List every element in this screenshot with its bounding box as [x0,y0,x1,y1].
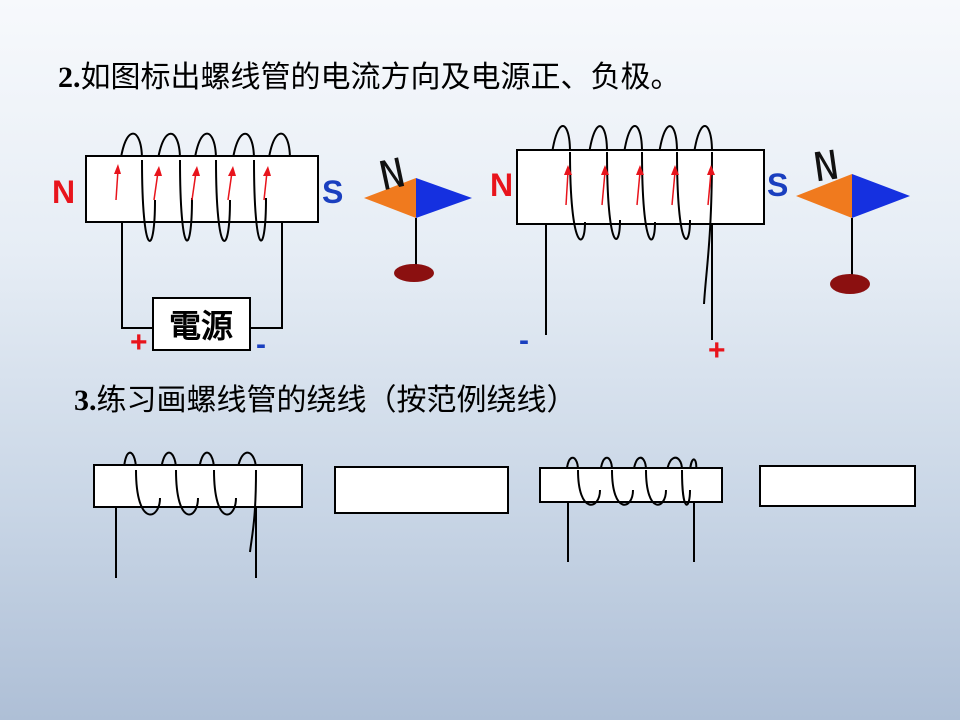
question-3-number: 3. [74,384,97,417]
right-pole-n: N [490,167,513,203]
compass-south-triangle [416,178,472,218]
right-solenoid: N S - + [490,125,788,367]
compass-pivot [830,274,870,294]
question-2-number: 2. [58,61,81,94]
left-pole-s: S [322,174,343,210]
left-terminal-minus: - [256,328,266,361]
left-compass: N [364,150,472,282]
practice-example-2 [539,456,723,562]
compass-pivot [394,264,434,282]
left-circuit-wire [121,222,283,329]
right-current-arrows [564,165,715,206]
compass-n-label: N [811,143,841,192]
right-core [516,149,765,225]
question-3-heading: 3.练习画螺线管的绕线（按范例绕线） [74,375,577,419]
example-2-coil-front [577,469,691,506]
left-coil-front [141,159,267,242]
right-compass: N [796,143,910,294]
example-2-coil-back [565,456,698,491]
left-coil-back [117,132,291,201]
right-terminal-minus: - [519,324,529,357]
example-2-leads [567,502,695,562]
question-2-text: 如图标出螺线管的电流方向及电源正、负极。 [80,60,681,95]
right-coil-front [569,151,713,305]
practice-blank-1[interactable] [334,466,509,514]
right-terminal-plus: + [708,334,726,367]
example-1-coil-back [122,451,257,499]
compass-north-triangle [364,178,416,218]
right-coil-back [547,125,713,223]
question-2-heading: 2.如图标出螺线管的电流方向及电源正、负极。 [58,52,681,96]
compass-north-triangle [796,174,852,218]
practice-blank-2[interactable] [759,465,916,507]
left-current-arrows [114,164,271,201]
left-terminal-plus: + [130,326,148,359]
example-2-core [539,467,723,503]
question-3-text: 练习画螺线管的绕线（按范例绕线） [96,383,577,418]
example-1-leads [115,507,257,578]
left-solenoid: 電源 N S + - [52,132,343,361]
power-source-label: 電源 [169,307,233,345]
right-lead-wires [545,224,713,340]
practice-example-1 [93,451,303,578]
right-pole-s: S [767,167,788,203]
example-1-coil-front [135,469,257,553]
left-core [85,155,319,223]
compass-south-triangle [852,174,910,218]
power-source-box [152,297,251,351]
left-pole-n: N [52,174,75,210]
